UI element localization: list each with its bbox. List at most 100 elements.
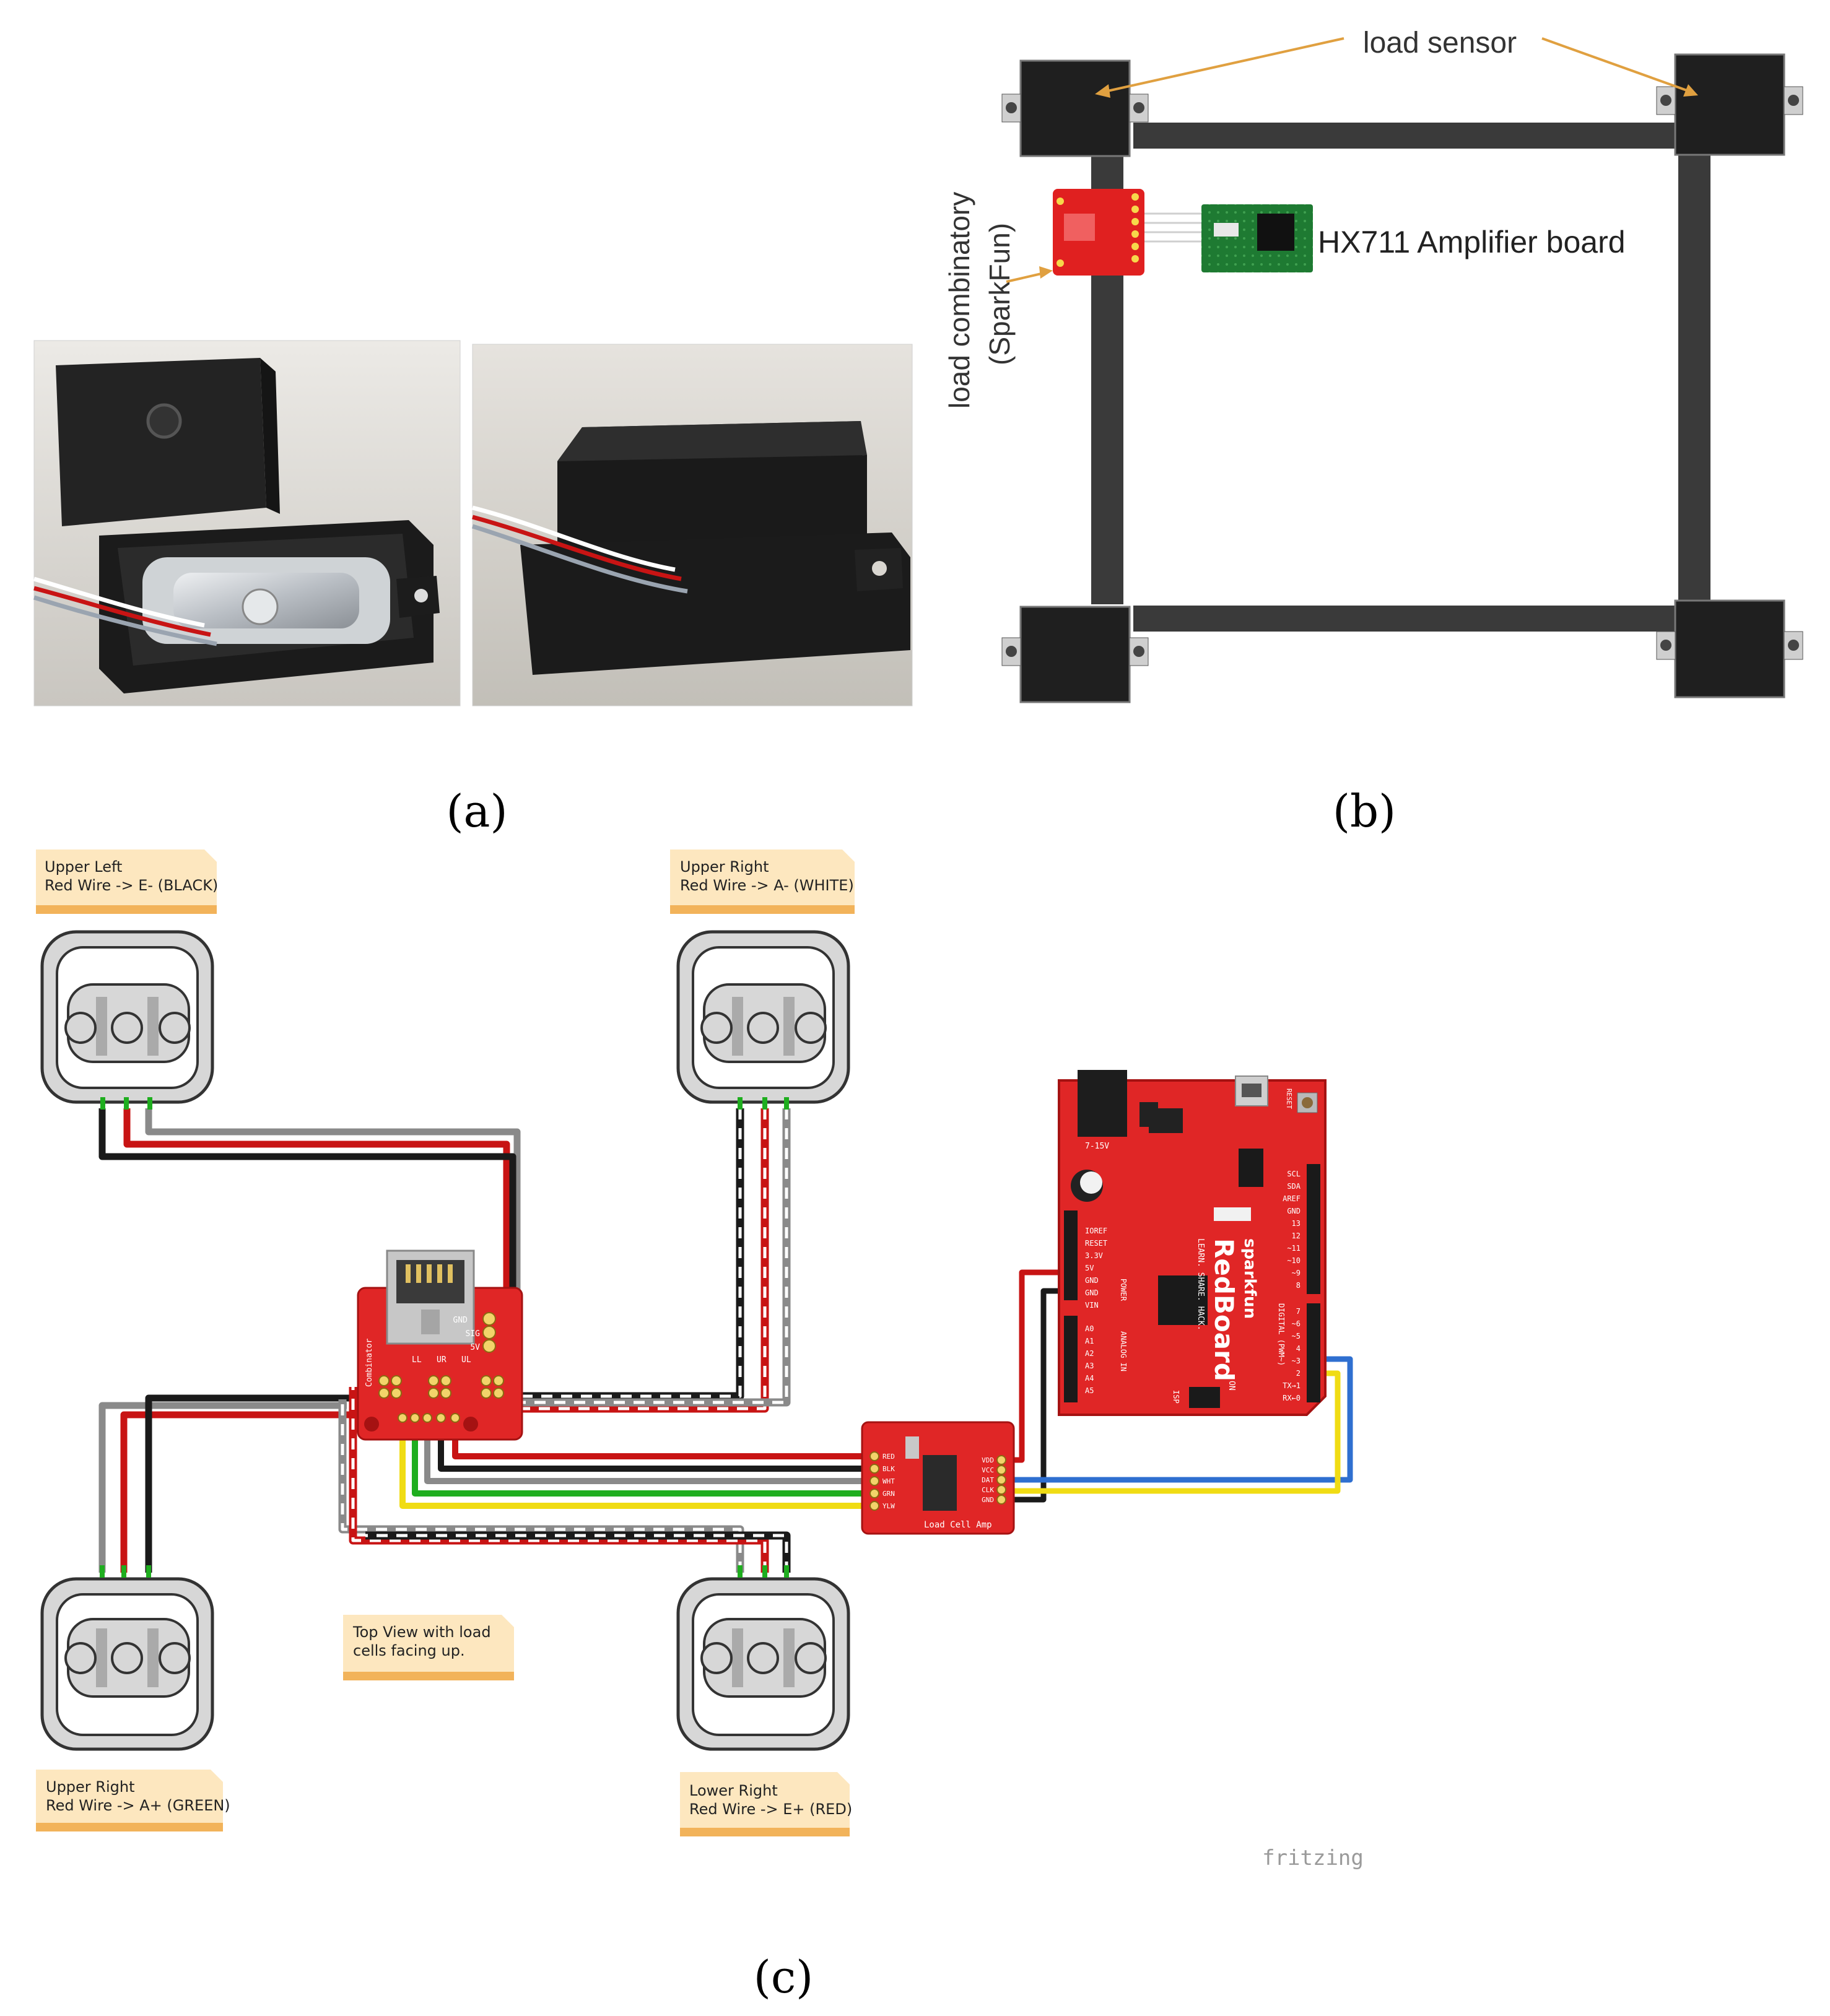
pin-tx1: TX→1 <box>1283 1381 1301 1390</box>
pin-a3: A3 <box>1085 1362 1094 1370</box>
frame-bar-top <box>1133 123 1678 149</box>
load-sensor-top-right <box>1656 53 1803 156</box>
load-cell-upper-left <box>40 930 214 1110</box>
load-combinator-label-line2: (SparkFun) <box>983 223 1016 365</box>
panel-label-a: (a) <box>446 785 507 837</box>
wire-amp-yellow <box>399 1427 872 1509</box>
isp-label: ISP <box>1172 1390 1180 1404</box>
note-upper-right: Upper Right Red Wire -> A- (WHITE) <box>670 849 855 914</box>
pin-4: 4 <box>1296 1344 1301 1353</box>
wire-ul-black <box>98 1108 516 1387</box>
note-upper-left: Upper Left Red Wire -> E- (BLACK) <box>36 849 218 914</box>
arrowhead-right <box>1683 84 1698 97</box>
pin-11: ~11 <box>1287 1244 1301 1253</box>
pin-aref: AREF <box>1283 1194 1301 1203</box>
wire-amp-black <box>438 1427 872 1472</box>
load-sensor-bottom-right <box>1656 599 1803 698</box>
arrowhead-combinator <box>1039 266 1053 279</box>
wire-vdd-red <box>1009 1269 1068 1463</box>
pin-13: 13 <box>1292 1219 1301 1228</box>
frame-bar-bottom <box>1133 606 1678 632</box>
amp-pin-gnd: GND <box>982 1496 994 1504</box>
amp-pin-ylw: YLW <box>882 1502 895 1510</box>
amp-pin-dat: DAT <box>982 1476 994 1484</box>
combinator-board: GND SIG 5V LL UR UL Combinator <box>357 1249 523 1441</box>
redboard-tagline: LEARN. SHARE. HACK. <box>1196 1238 1205 1331</box>
load-combinator-board <box>1053 189 1144 276</box>
photo-load-cell-closed-case <box>471 344 913 706</box>
amp-pin-blk: BLK <box>882 1465 895 1473</box>
pin-ioref: IOREF <box>1085 1227 1107 1235</box>
wire-dat-blue <box>1009 1356 1353 1483</box>
amp-pin-wht: WHT <box>882 1477 895 1485</box>
note-lower-right: Lower Right Red Wire -> E+ (RED) <box>680 1772 852 1836</box>
note-top-view-line2: cells facing up. <box>353 1642 465 1659</box>
pin-sda: SDA <box>1287 1182 1301 1191</box>
pin-10: ~10 <box>1287 1256 1301 1265</box>
load-sensor-label: load sensor <box>1363 27 1517 59</box>
combinator-pin-ul: UL <box>461 1355 471 1365</box>
hx711-board <box>1144 204 1313 272</box>
panel-b: load sensor load combinatory (SparkFun) <box>943 27 1803 837</box>
combinator-pin-sig: SIG <box>466 1329 481 1339</box>
pin-5: ~5 <box>1292 1332 1301 1340</box>
wire-amp-gray <box>424 1427 872 1484</box>
pin-3v3: 3.3V <box>1085 1251 1103 1260</box>
pin-8: 8 <box>1296 1281 1301 1290</box>
digital-bottom-pin-labels: 7 ~6 ~5 4 ~3 2 TX→1 RX←0 <box>1283 1307 1301 1402</box>
redboard: 7-15V RESET sparkfun RedBoard LEARN. SHA… <box>1058 1070 1327 1416</box>
panel-a: (a) <box>33 340 913 837</box>
power-jack <box>1078 1070 1127 1137</box>
pin-5v: 5V <box>1085 1264 1094 1272</box>
combinator-pin-gnd: GND <box>453 1316 468 1325</box>
pin-gnd-2: GND <box>1085 1288 1099 1297</box>
wire-ur-gray-striped <box>514 1108 791 1407</box>
pin-a0: A0 <box>1085 1324 1094 1333</box>
note-upper-right-line1: Upper Right <box>680 858 769 875</box>
amp-pin-clk: CLK <box>982 1486 994 1494</box>
hx711-label: HX711 Amplifier board <box>1318 225 1626 259</box>
panel-label-b: (b) <box>1333 785 1396 837</box>
note-upper-left-line2: Red Wire -> E- (BLACK) <box>45 877 218 894</box>
load-cell-lower-right <box>676 1565 850 1751</box>
load-sensor-bottom-left <box>1001 606 1149 703</box>
pin-a1: A1 <box>1085 1337 1094 1345</box>
photo-load-cell-open-case <box>33 340 461 706</box>
wire-gnd-black <box>1009 1288 1068 1503</box>
load-cell-upper-right <box>676 930 850 1110</box>
amp-pin-vcc: VCC <box>982 1466 994 1474</box>
pin-6: ~6 <box>1292 1319 1301 1328</box>
note-lower-left-line2: Red Wire -> A+ (GREEN) <box>46 1797 230 1814</box>
pin-3: ~3 <box>1292 1357 1301 1365</box>
load-cell-lower-left <box>40 1565 214 1751</box>
amp-title: Load Cell Amp <box>924 1520 992 1530</box>
pin-a2: A2 <box>1085 1349 1094 1358</box>
analog-pin-labels: A0 A1 A2 A3 A4 A5 <box>1085 1324 1094 1395</box>
arrow-to-top-right-sensor <box>1541 37 1694 94</box>
note-lower-left: Upper Right Red Wire -> A+ (GREEN) <box>36 1770 230 1831</box>
pin-7: 7 <box>1296 1307 1301 1316</box>
analog-header-label: ANALOG IN <box>1119 1331 1128 1371</box>
note-lower-left-line1: Upper Right <box>46 1778 135 1796</box>
pin-a5: A5 <box>1085 1386 1094 1395</box>
amp-pin-grn: GRN <box>882 1490 895 1498</box>
redboard-name: RedBoard <box>1209 1238 1239 1381</box>
pin-scl: SCL <box>1287 1170 1301 1178</box>
note-upper-right-line2: Red Wire -> A- (WHITE) <box>680 877 854 894</box>
combinator-pin-ur: UR <box>437 1355 447 1365</box>
arrow-to-combinator <box>1006 271 1047 283</box>
power-header-label: POWER <box>1119 1279 1128 1301</box>
power-pin-labels: IOREF RESET 3.3V 5V GND GND VIN <box>1085 1227 1107 1310</box>
pin-12: 12 <box>1292 1232 1301 1240</box>
panel-label-c: (c) <box>754 1951 814 2003</box>
arrow-to-top-left-sensor <box>1099 37 1344 94</box>
digital-top-pin-labels: SCL SDA AREF GND 13 12 ~11 ~10 ~9 8 <box>1283 1170 1301 1290</box>
combinator-pin-5v: 5V <box>470 1343 480 1352</box>
note-top-view: Top View with load cells facing up. <box>343 1615 514 1680</box>
wire-amp-green <box>412 1427 872 1497</box>
combinator-pin-ll: LL <box>412 1355 422 1365</box>
pin-reset: RESET <box>1085 1239 1107 1248</box>
amp-pin-vdd: VDD <box>982 1456 994 1464</box>
amp-pin-red: RED <box>882 1453 895 1461</box>
